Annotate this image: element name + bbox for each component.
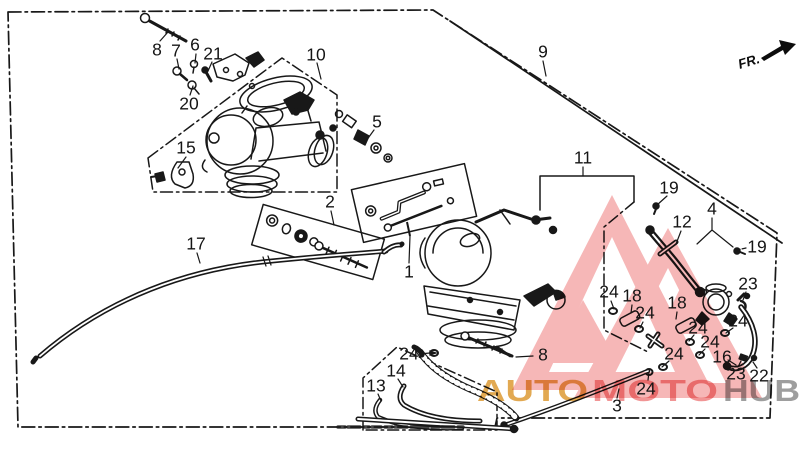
carburetor-2 xyxy=(419,175,649,358)
screw-near-kit-1 xyxy=(406,221,411,237)
carburetor-1 xyxy=(147,57,338,199)
fr-arrow-icon xyxy=(761,40,796,61)
hose-17 xyxy=(30,241,405,365)
jet-set-part-5 xyxy=(334,109,393,163)
border-frame xyxy=(7,9,783,428)
pentagon-inset xyxy=(336,344,520,434)
bracket-part-15 xyxy=(170,161,195,189)
watermark-auto: AUTO xyxy=(477,373,588,408)
watermark-moto: MOTO xyxy=(592,373,718,408)
screw-part-8 xyxy=(465,335,514,358)
watermark-hub: HUB xyxy=(723,373,800,408)
rod-part-9 xyxy=(449,20,783,244)
repair-kit-2 xyxy=(250,203,386,281)
watermark-logo xyxy=(512,195,762,398)
fastener-group-top-left xyxy=(139,12,265,189)
repair-kit-1 xyxy=(350,162,478,244)
clamp-part-22 xyxy=(738,353,749,362)
watermark-text: AUTO MOTO HUB xyxy=(477,373,800,408)
screw-part-19b xyxy=(733,247,741,255)
